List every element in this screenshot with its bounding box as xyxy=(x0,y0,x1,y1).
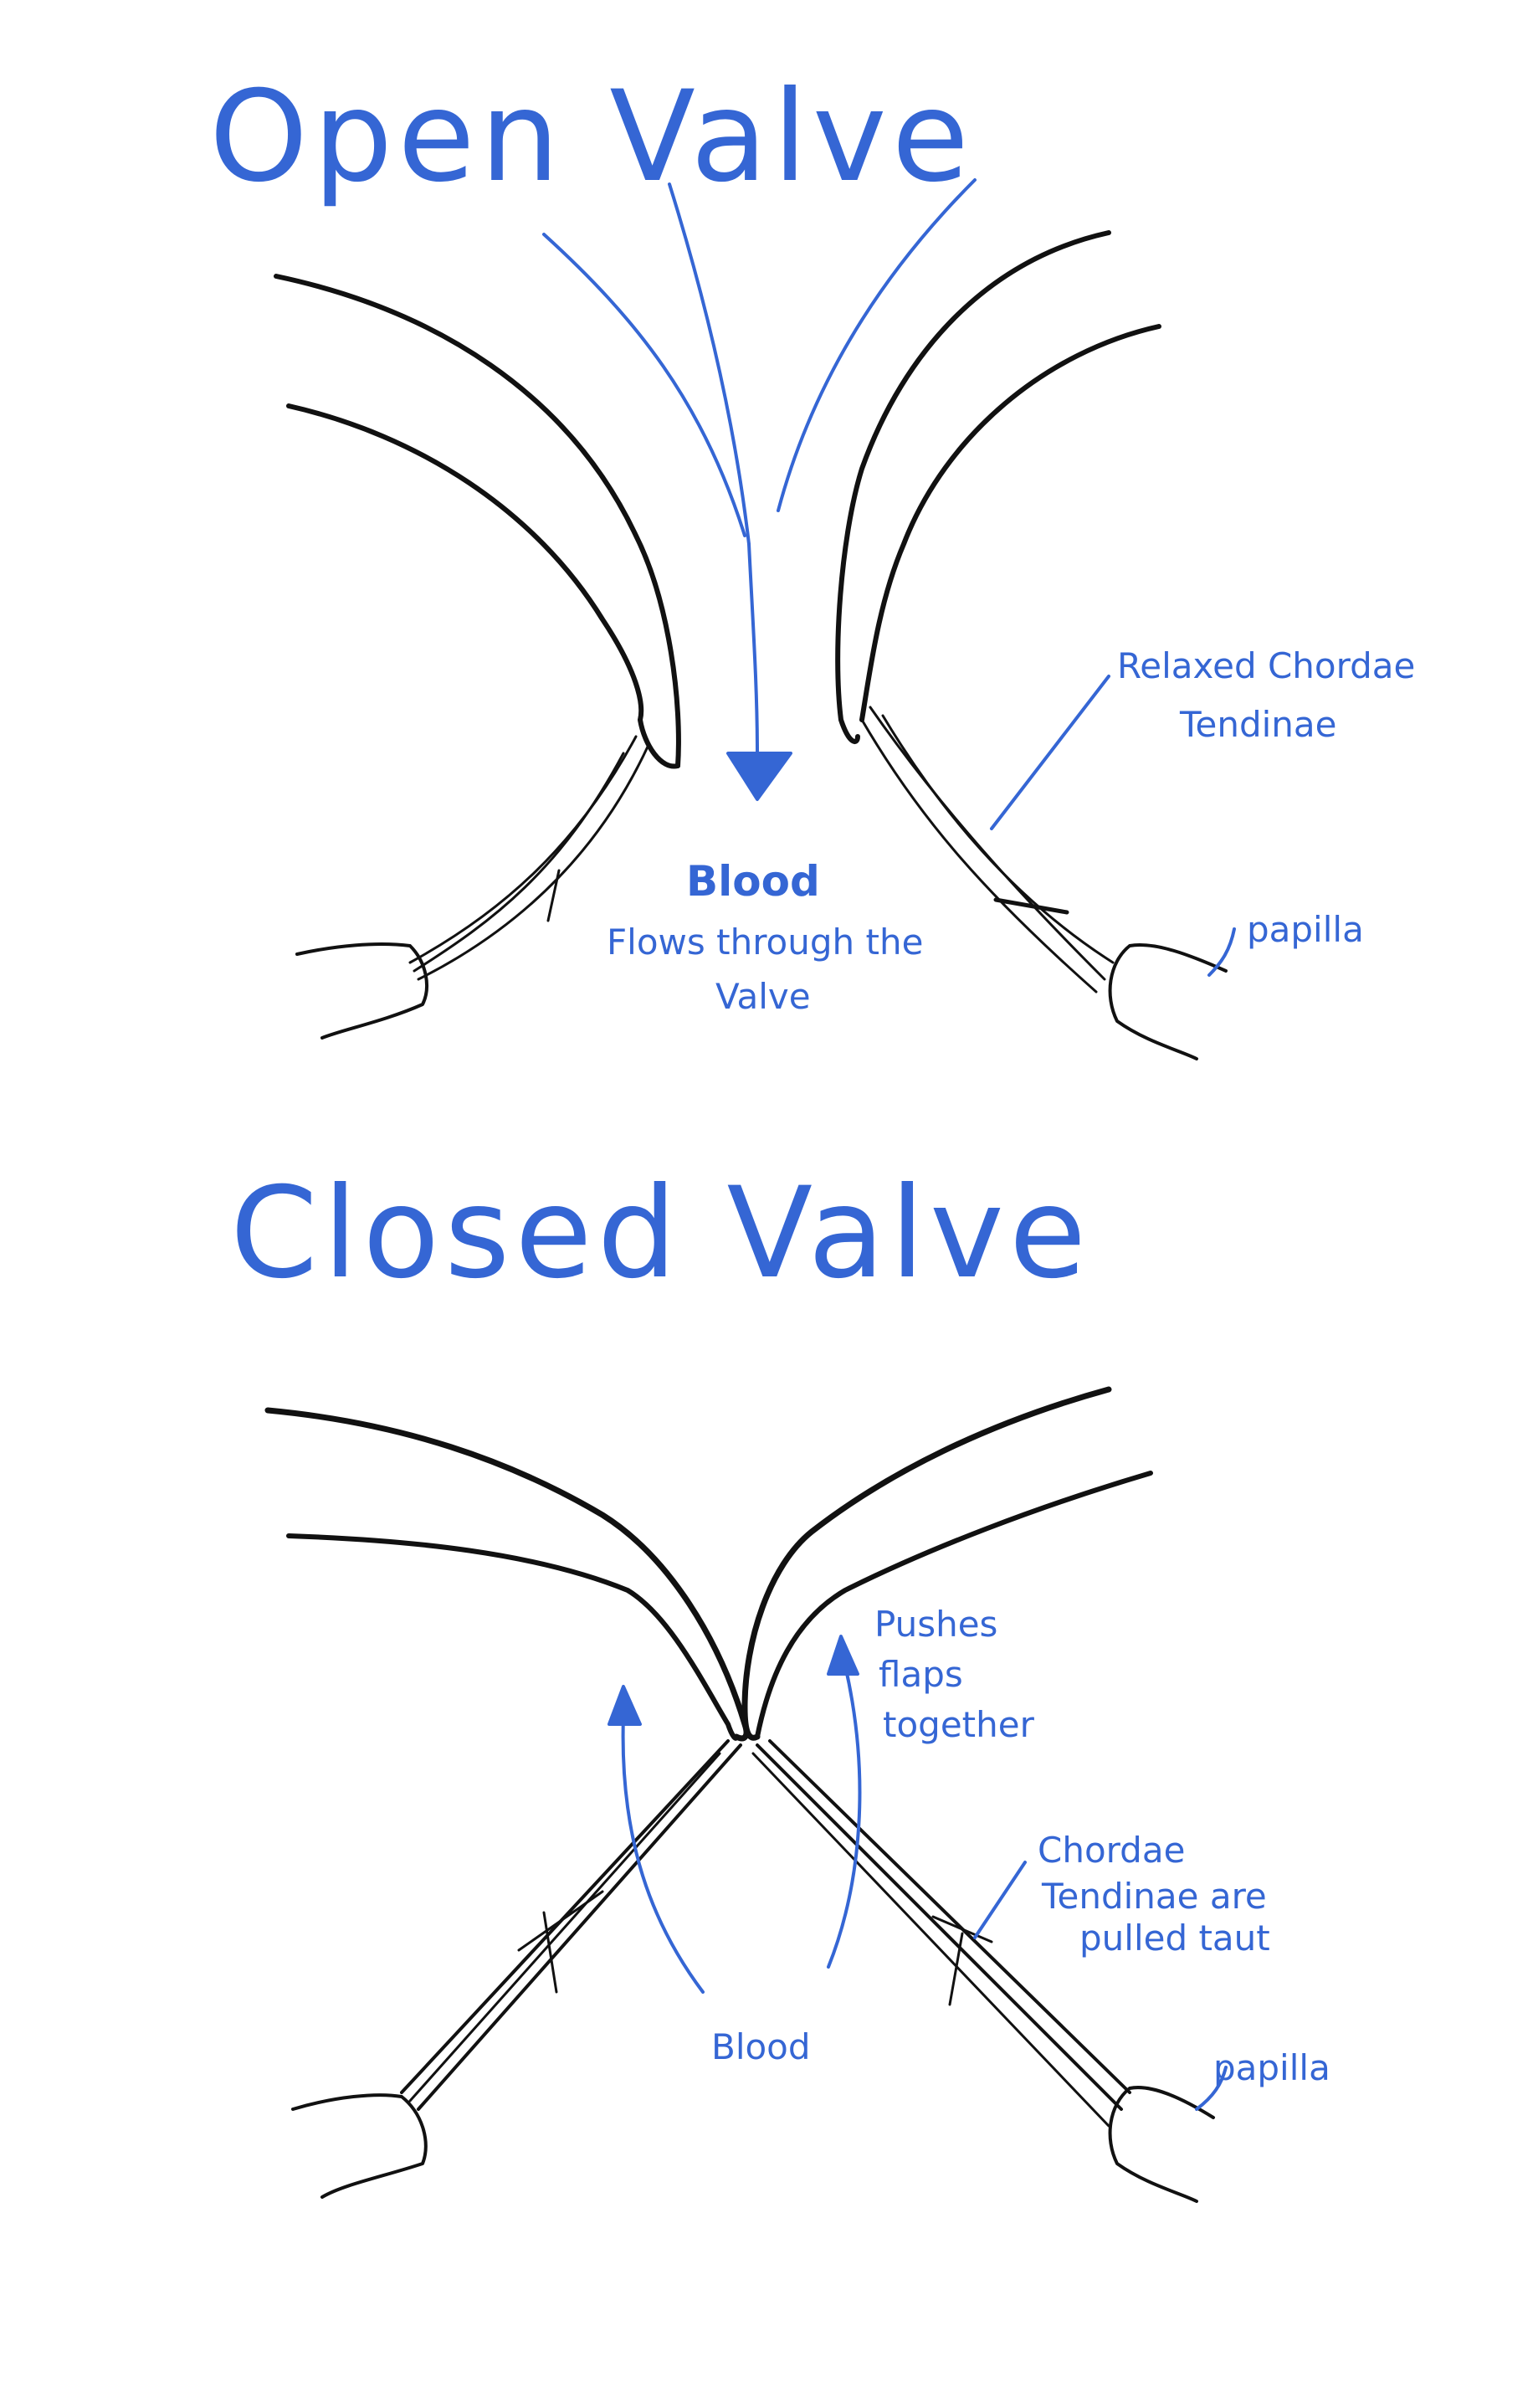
closed-chordae-label-line3: pulled taut xyxy=(1079,1918,1270,1959)
open-flow-label-line2: Valve xyxy=(715,976,811,1017)
open-valve-section: Open Valve xyxy=(209,64,1415,1060)
open-right-leaflet xyxy=(835,230,1161,744)
closed-push-arrows xyxy=(608,1635,862,1994)
open-flow-arrowhead xyxy=(726,752,792,801)
closed-left-chordae xyxy=(400,1739,742,2111)
closed-right-leaflet xyxy=(741,1386,1153,1741)
closed-chordae-label-line1: Chordae xyxy=(1038,1830,1185,1871)
open-chordae-label-line2: Tendinae xyxy=(1179,704,1337,745)
closed-pushes-label-line3: together xyxy=(883,1704,1035,1745)
open-left-chordae xyxy=(408,735,650,981)
closed-papilla-pointer xyxy=(1195,2066,1228,2111)
closed-pushes-label-line2: flaps xyxy=(879,1654,963,1695)
closed-right-chordae xyxy=(751,1739,1131,2128)
closed-chordae-pointer xyxy=(973,1861,1027,1939)
open-blood-label: Blood xyxy=(686,857,820,906)
open-right-papilla xyxy=(1108,943,1228,1060)
open-flow-label-line1: Flows through the xyxy=(607,922,923,963)
closed-pushes-label-line1: Pushes xyxy=(874,1604,997,1645)
open-left-leaflet xyxy=(274,274,681,769)
closed-right-arrowhead xyxy=(827,1635,859,1676)
closed-valve-title: Closed Valve xyxy=(230,1161,1091,1307)
closed-left-leaflet xyxy=(264,1407,750,1742)
closed-chordae-label-line2: Tendinae are xyxy=(1041,1876,1267,1917)
closed-right-papilla xyxy=(1108,2086,1215,2203)
open-right-chordae xyxy=(860,706,1115,993)
open-flow-arrows xyxy=(542,178,977,801)
open-chordae-pointer xyxy=(990,675,1110,830)
open-papilla-label: papilla xyxy=(1247,909,1364,950)
open-valve-title: Open Valve xyxy=(209,64,974,210)
closed-papilla-label: papilla xyxy=(1213,2047,1330,2088)
open-left-papilla xyxy=(295,942,428,1040)
closed-blood-label: Blood xyxy=(711,2026,811,2067)
open-papilla-pointer xyxy=(1207,927,1236,977)
open-chordae-label-line1: Relaxed Chordae xyxy=(1117,645,1415,686)
closed-left-papilla xyxy=(291,2093,428,2199)
closed-left-arrowhead xyxy=(608,1685,642,1726)
closed-valve-section: Closed Valve xyxy=(230,1161,1330,2203)
